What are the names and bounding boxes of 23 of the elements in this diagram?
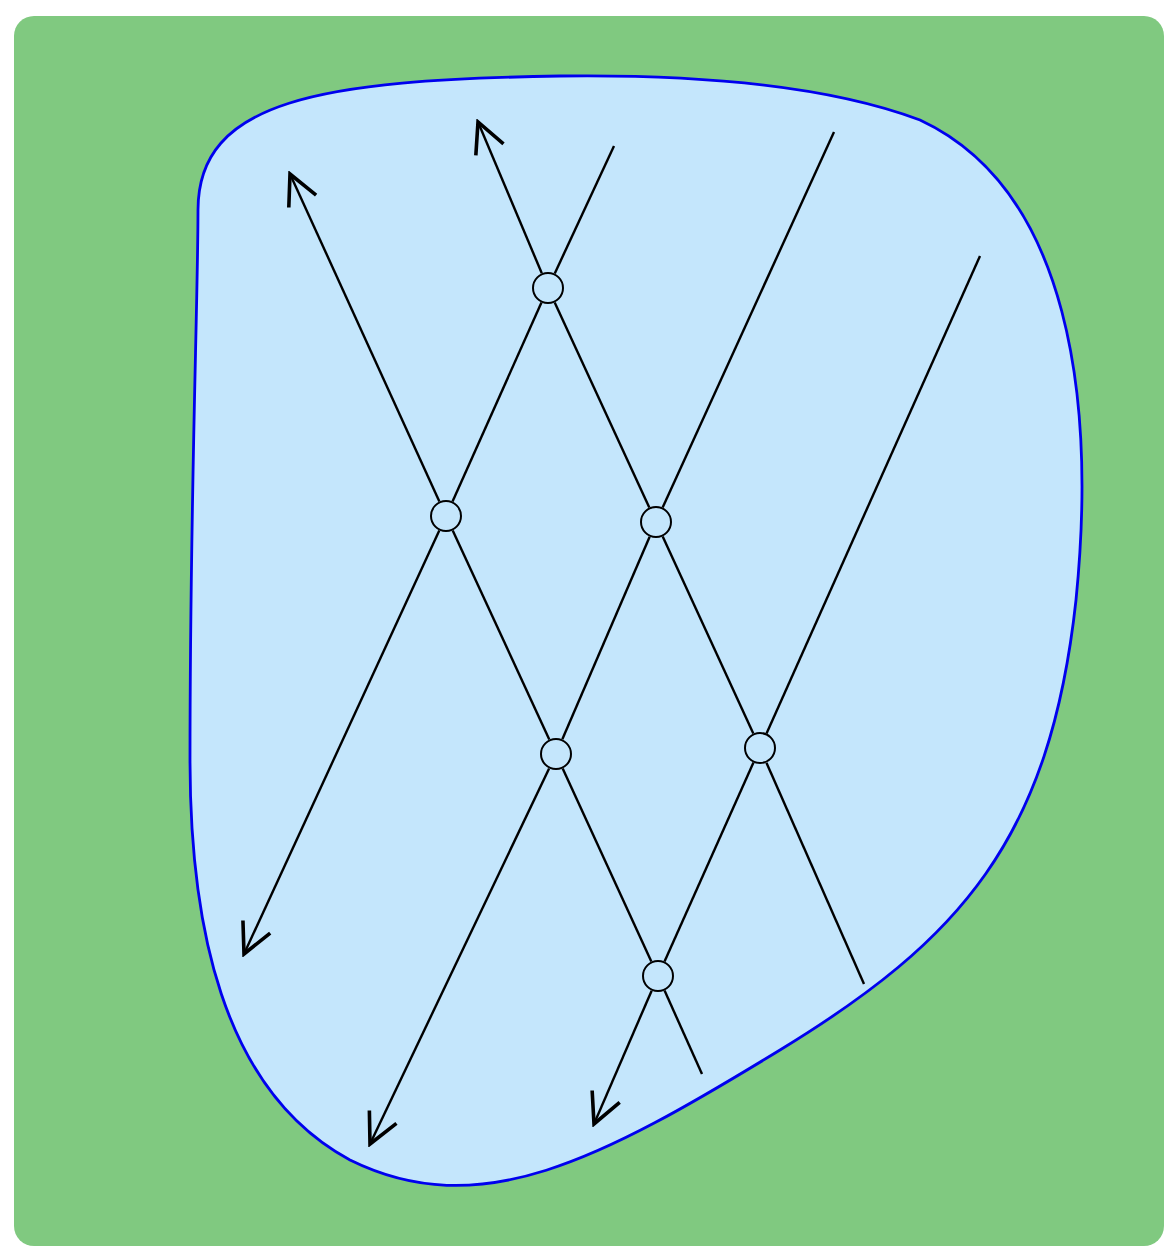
line — [561, 768, 653, 962]
line — [661, 536, 755, 734]
line — [553, 302, 651, 508]
line — [765, 255, 982, 734]
line — [451, 302, 543, 502]
arrow — [590, 990, 653, 1126]
crossing-circle — [642, 960, 674, 992]
line — [661, 131, 836, 508]
crossing-circle — [640, 506, 672, 538]
line — [663, 990, 704, 1075]
arrow — [241, 530, 441, 956]
arrow — [367, 767, 551, 1146]
crossing-circle — [430, 500, 462, 532]
crossing-circle — [744, 732, 776, 764]
arrow — [287, 172, 441, 502]
crossing-circle — [532, 272, 564, 304]
arrow — [474, 120, 543, 274]
line — [765, 762, 866, 985]
line — [663, 762, 755, 962]
line — [451, 530, 551, 740]
line — [561, 536, 651, 740]
line — [553, 145, 616, 274]
crossing-circle — [540, 738, 572, 770]
